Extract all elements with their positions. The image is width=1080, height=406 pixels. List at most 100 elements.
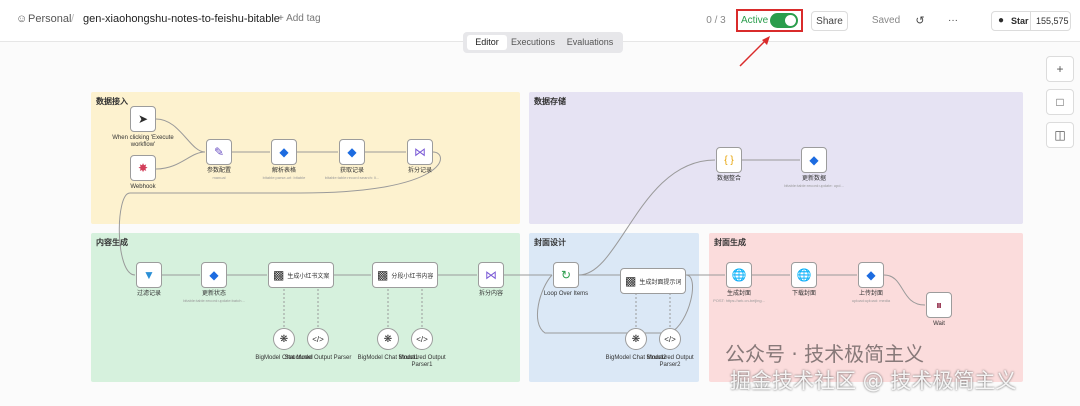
node-label: 过滤记录 [136, 291, 161, 297]
update-data-node[interactable]: ◆ [801, 147, 827, 173]
pencil-icon: ✎ [213, 145, 225, 159]
code-icon: </> [416, 334, 428, 344]
add-node-button[interactable]: + [1046, 56, 1074, 82]
workflow-title[interactable]: gen-xiaohongshu-notes-to-feishu-bitable [83, 13, 280, 25]
panel-toggle-button[interactable]: ◫ [1046, 122, 1074, 148]
gen-content-agent-node[interactable]: ▩分段小红书内容 [372, 262, 438, 288]
node-label: Structured Output Parser1 [398, 355, 446, 368]
history-icon[interactable]: ↺ [910, 11, 930, 31]
group-title: 内容生成 [96, 238, 128, 247]
node-label: Loop Over Items [543, 291, 589, 297]
sticky-note-button[interactable]: □ [1046, 89, 1074, 115]
loop-over-items-node[interactable]: ↻ [553, 262, 579, 288]
node-label: 拆分内容 [478, 291, 503, 297]
output-parser-node[interactable]: </> [659, 328, 681, 350]
output-parser-node[interactable]: </> [307, 328, 329, 350]
node-sublabel: bitable:table:record:search: li... [324, 175, 380, 180]
chat-model-node[interactable]: ❋ [273, 328, 295, 350]
node-label: 生成小红书文案 [287, 273, 330, 280]
group-data-input[interactable]: 数据接入 [91, 92, 520, 224]
active-label: Active [741, 15, 769, 26]
group-content-gen[interactable]: 内容生成 [91, 233, 520, 382]
breadcrumb-separator: / [71, 13, 75, 25]
group-data-storage[interactable]: 数据存储 [529, 92, 1023, 224]
webhook-node[interactable]: ✸ [130, 155, 156, 181]
robot-icon: ▩ [273, 268, 285, 282]
filter-icon: ▼ [143, 268, 155, 282]
upload-cover-node[interactable]: ◆ [858, 262, 884, 288]
node-sublabel: manual [212, 175, 226, 180]
node-label: BigModel Chat Model2 [605, 355, 667, 361]
manual-trigger-node[interactable]: ➤ [130, 106, 156, 132]
node-label: 更新数据 [801, 176, 826, 182]
merge-data-node[interactable]: { } [716, 147, 742, 173]
node-label: 拆分记录 [407, 168, 432, 174]
node-sublabel: upload:upload: media [851, 298, 891, 303]
node-sublabel: bitable:parse-url: bitable [262, 175, 306, 180]
node-label: 更新状态 [201, 291, 226, 297]
node-label: When clicking 'Execute workflow' [112, 135, 174, 148]
node-sublabel: bitable:table:record:update: upd... [784, 183, 844, 188]
output-parser-node[interactable]: </> [411, 328, 433, 350]
node-label: 生成封面 [726, 291, 751, 297]
openai-icon: ❋ [383, 333, 393, 345]
node-sublabel: POST: https://ark.cn-beijing... [713, 298, 765, 303]
params-node[interactable]: ✎ [206, 139, 232, 165]
tab-evaluations[interactable]: Evaluations [566, 37, 614, 47]
node-label: 生成封面提示词 [639, 279, 682, 286]
parse-table-node[interactable]: ◆ [271, 139, 297, 165]
node-label: 解析表格 [271, 168, 296, 174]
chat-model-node[interactable]: ❋ [625, 328, 647, 350]
saved-status: Saved [866, 11, 906, 31]
chat-model-node[interactable]: ❋ [377, 328, 399, 350]
globe-icon: 🌐 [796, 268, 812, 282]
group-cover-gen[interactable]: 封面生成 [709, 233, 1023, 382]
workflow-canvas[interactable]: 数据接入 数据存储 内容生成 封面设计 封面生成 [0, 43, 1080, 406]
feishu-icon: ◆ [347, 145, 357, 159]
breadcrumb-owner[interactable]: Personal [28, 13, 72, 25]
node-label: 获取记录 [339, 168, 364, 174]
split-icon: ⋈ [485, 268, 497, 282]
node-label: Structured Output Parser [284, 355, 352, 361]
github-star-button[interactable]: ● Star 155,575 [991, 11, 1071, 31]
feishu-icon: ◆ [866, 268, 876, 282]
code-braces-icon: { } [724, 154, 734, 166]
wait-node[interactable]: ⏸ [926, 292, 952, 318]
plus-icon: + [1056, 62, 1064, 76]
share-button[interactable]: Share [811, 11, 848, 31]
user-icon: ☺ [16, 13, 28, 25]
more-options-icon[interactable]: ··· [943, 11, 963, 31]
split-records-node[interactable]: ⋈ [407, 139, 433, 165]
get-records-node[interactable]: ◆ [339, 139, 365, 165]
star-count: 155,575 [1036, 16, 1069, 26]
cursor-icon: ➤ [137, 112, 149, 126]
panel-icon: ◫ [1054, 128, 1066, 142]
openai-icon: ❋ [279, 333, 289, 345]
node-counter: 0 / 3 [703, 11, 729, 31]
active-toggle[interactable] [770, 13, 798, 28]
filter-records-node[interactable]: ▼ [136, 262, 162, 288]
tab-executions[interactable]: Executions [510, 37, 556, 47]
split-icon: ⋈ [414, 145, 426, 159]
node-label: 数据整合 [716, 176, 741, 182]
globe-icon: 🌐 [731, 268, 747, 282]
code-icon: </> [312, 334, 324, 344]
node-label: Structured Output Parser2 [646, 355, 694, 368]
node-sublabel: bitable:table:record:update:batch... [183, 298, 245, 303]
robot-icon: ▩ [377, 268, 389, 282]
tab-editor[interactable]: Editor [467, 35, 507, 50]
gen-cover-prompt-node[interactable]: ▩生成封面提示词 [620, 268, 686, 294]
download-cover-node[interactable]: 🌐 [791, 262, 817, 288]
gen-cover-http-node[interactable]: 🌐 [726, 262, 752, 288]
webhook-icon: ✸ [137, 161, 149, 175]
node-label: 下载封面 [791, 291, 816, 297]
active-highlight-box [736, 9, 803, 32]
code-icon: </> [664, 334, 676, 344]
split-content-node[interactable]: ⋈ [478, 262, 504, 288]
update-status-node[interactable]: ◆ [201, 262, 227, 288]
add-tag-button[interactable]: + Add tag [278, 13, 321, 24]
group-cover-design[interactable]: 封面设计 [529, 233, 699, 382]
node-label: 分段小红书内容 [391, 273, 434, 280]
watermark-line-2: 掘金技术社区 @ 技术极简主义 [730, 369, 1017, 393]
gen-copy-agent-node[interactable]: ▩生成小红书文案 [268, 262, 334, 288]
